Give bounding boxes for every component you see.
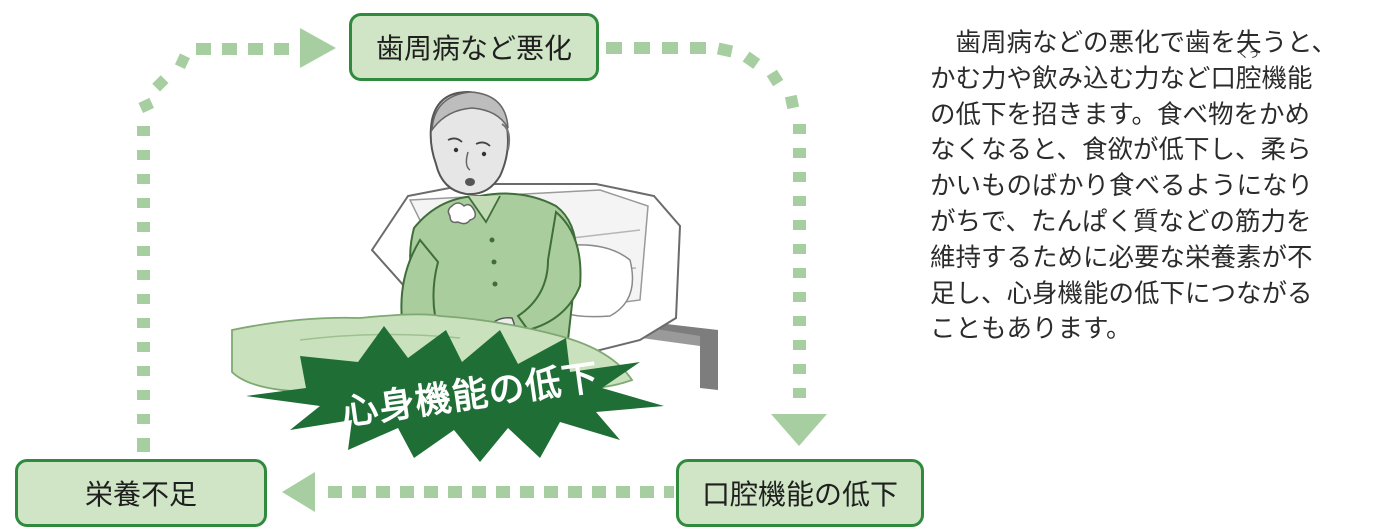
node-label-right: 口腔機能の低下: [701, 478, 898, 511]
elderly-man-illustration: [398, 90, 582, 347]
description-text: 歯周病などの悪化で歯を失うと、 かむ力や飲み込む力など口くう腔機能 の低下を招き…: [930, 26, 1366, 348]
description-line: かむ力や飲み込む力など口くう腔機能: [930, 48, 1366, 98]
description-line: 歯周病などの悪化で歯を失うと、: [930, 28, 1337, 58]
description-fragment: 機能: [1261, 63, 1313, 94]
ruby-word: くう腔: [1236, 48, 1262, 98]
ruby-reading: くう: [1237, 46, 1260, 60]
node-periodontal-worsening: 歯周病など悪化: [349, 13, 599, 81]
description-line: こともあります。: [930, 314, 1132, 345]
description-line: かいものばかり食べるようになり: [930, 171, 1314, 202]
description-line: なくなると、食欲が低下し、柔ら: [930, 135, 1312, 166]
arrow-bottom-left: [282, 472, 674, 512]
description-line: 維持するために必要な栄養素が不: [930, 242, 1313, 273]
cycle-diagram: [137, 28, 827, 512]
ruby-base: 腔: [1236, 63, 1262, 94]
node-malnutrition: 栄養不足: [15, 459, 267, 527]
description-line: の低下を招きます。食べ物をかめ: [930, 99, 1310, 130]
node-oral-function-decline: 口腔機能の低下: [676, 459, 924, 527]
arrow-left-up: [137, 28, 336, 452]
description-fragment: かむ力や飲み込む力など口: [930, 63, 1237, 94]
burst-shape: [246, 326, 664, 462]
node-label-left: 栄養不足: [84, 478, 197, 511]
description-line: 足し、心身機能の低下につながる: [930, 278, 1313, 309]
node-label-top: 歯周病など悪化: [375, 32, 572, 65]
cycle-arrows: [137, 28, 827, 512]
arrow-top-right: [606, 42, 827, 446]
description-line: がちで、たんぱく質などの筋力を: [930, 206, 1312, 237]
